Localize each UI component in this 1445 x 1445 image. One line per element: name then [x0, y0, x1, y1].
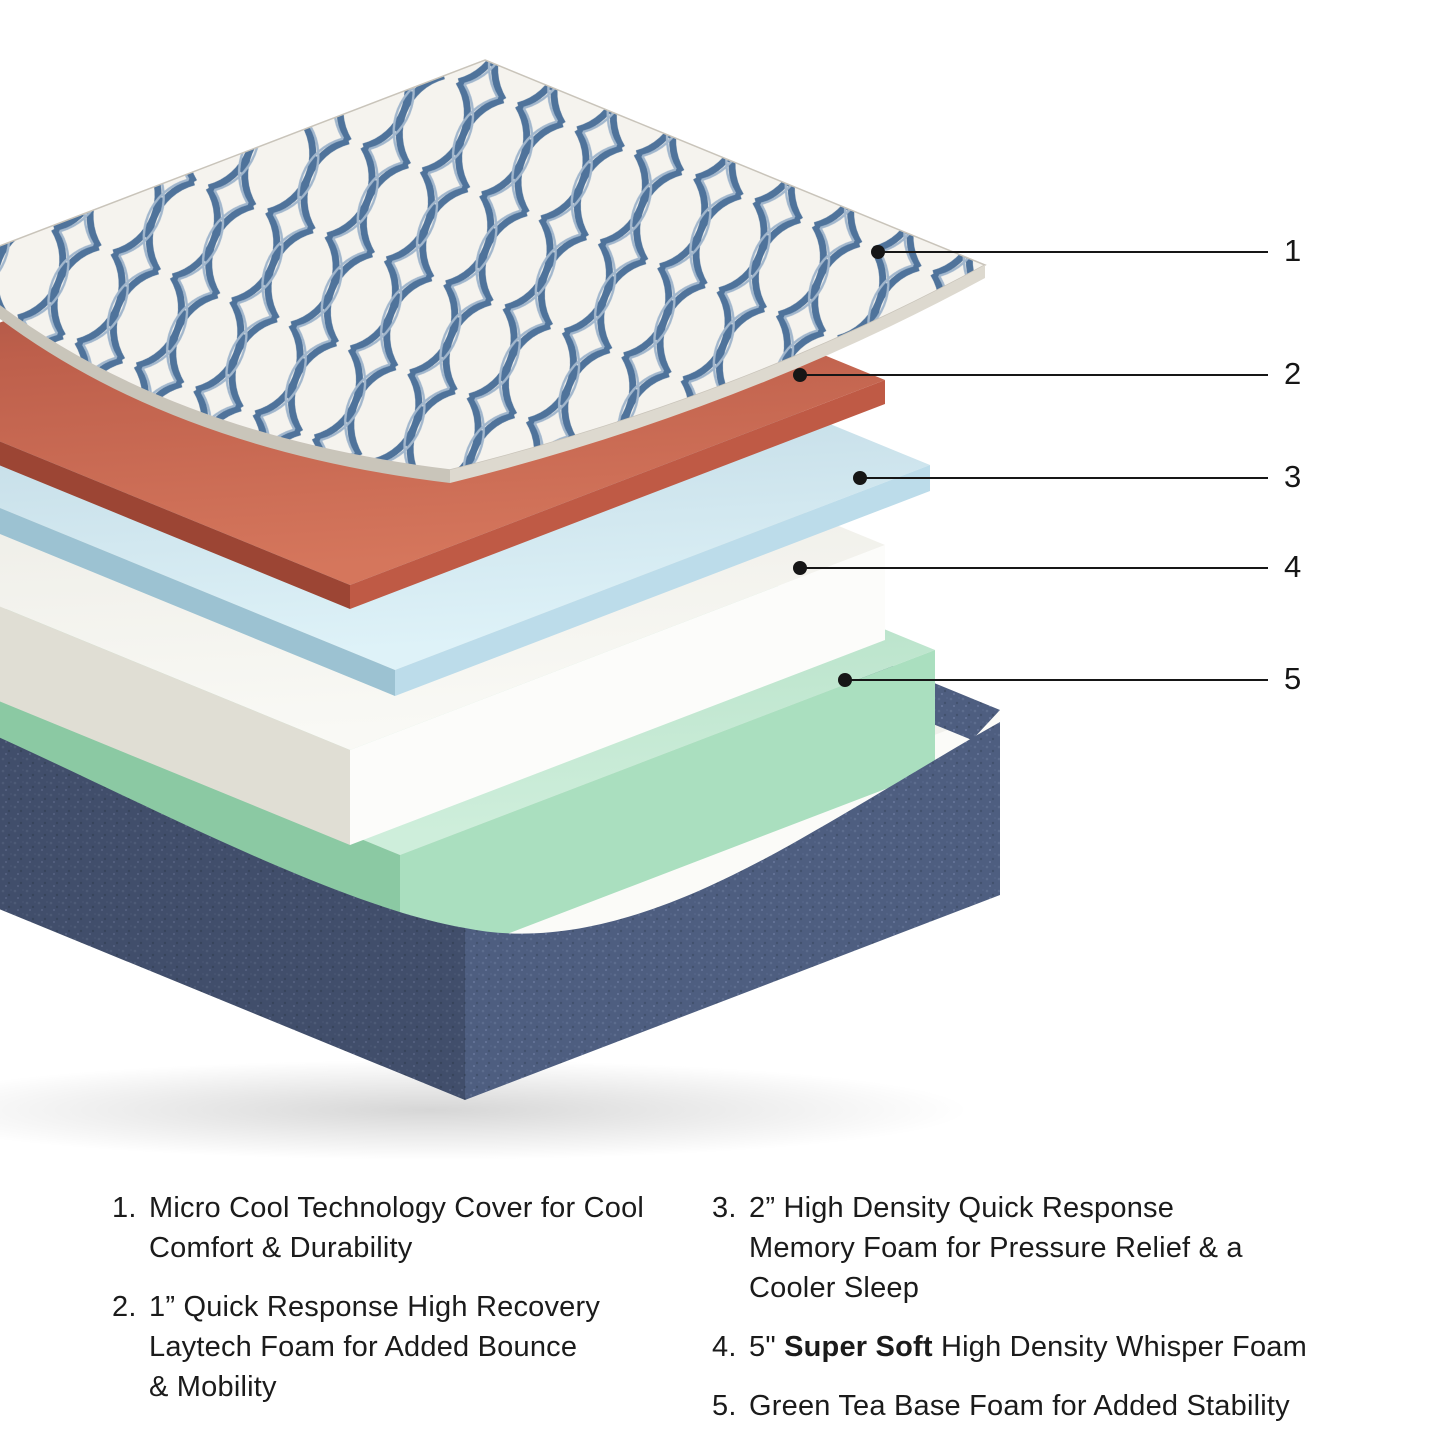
ground-shadow	[0, 1060, 970, 1160]
callout-2-dot	[793, 368, 807, 382]
legend-item-5-number: 5.	[712, 1390, 737, 1422]
callout-3-number: 3	[1284, 459, 1302, 494]
callout-4-number: 4	[1284, 549, 1302, 584]
legend-item-4: 4. 5" Super Soft High Density Whisper Fo…	[712, 1327, 1352, 1367]
legend-right-column: 3. 2” High Density Quick Response Memory…	[712, 1188, 1352, 1445]
legend-item-1: 1. Micro Cool Technology Cover for Cool …	[112, 1188, 692, 1268]
legend-item-3-number: 3.	[712, 1192, 737, 1224]
callout-3-line	[860, 477, 1268, 479]
callout-5-number: 5	[1284, 661, 1302, 696]
callout-5-dot	[838, 673, 852, 687]
legend-item-4-number: 4.	[712, 1331, 737, 1363]
callout-4-line	[800, 567, 1268, 569]
legend-item-5: 5. Green Tea Base Foam for Added Stabili…	[712, 1386, 1352, 1426]
legend-item-5-text: Green Tea Base Foam for Added Stability	[749, 1390, 1290, 1422]
legend-item-3: 3. 2” High Density Quick Response Memory…	[712, 1188, 1352, 1308]
legend-item-3-text: 2” High Density Quick Response Memory Fo…	[749, 1192, 1243, 1304]
callout-1-number: 1	[1284, 233, 1302, 268]
legend-left-column: 1. Micro Cool Technology Cover for Cool …	[112, 1188, 692, 1426]
callout-2-line	[800, 374, 1268, 376]
legend-item-1-text: Micro Cool Technology Cover for Cool Com…	[149, 1192, 645, 1264]
callout-3-dot	[853, 471, 867, 485]
base-front-fabric	[0, 722, 1000, 1100]
callout-2-number: 2	[1284, 356, 1302, 391]
legend-item-1-number: 1.	[112, 1192, 137, 1224]
legend-item-2-text: 1” Quick Response High Recovery Laytech …	[149, 1291, 601, 1403]
legend-item-2: 2. 1” Quick Response High Recovery Layte…	[112, 1287, 692, 1407]
legend-item-4-text: 5" Super Soft High Density Whisper Foam	[749, 1331, 1307, 1363]
callout-1-dot	[871, 245, 885, 259]
layer-1-cover	[0, 59, 987, 483]
callout-4-dot	[793, 561, 807, 575]
legend-item-2-number: 2.	[112, 1291, 137, 1323]
callout-5-line	[845, 679, 1268, 681]
legend-item-4-bold: Super Soft	[784, 1331, 933, 1363]
callout-1-line	[878, 251, 1268, 253]
